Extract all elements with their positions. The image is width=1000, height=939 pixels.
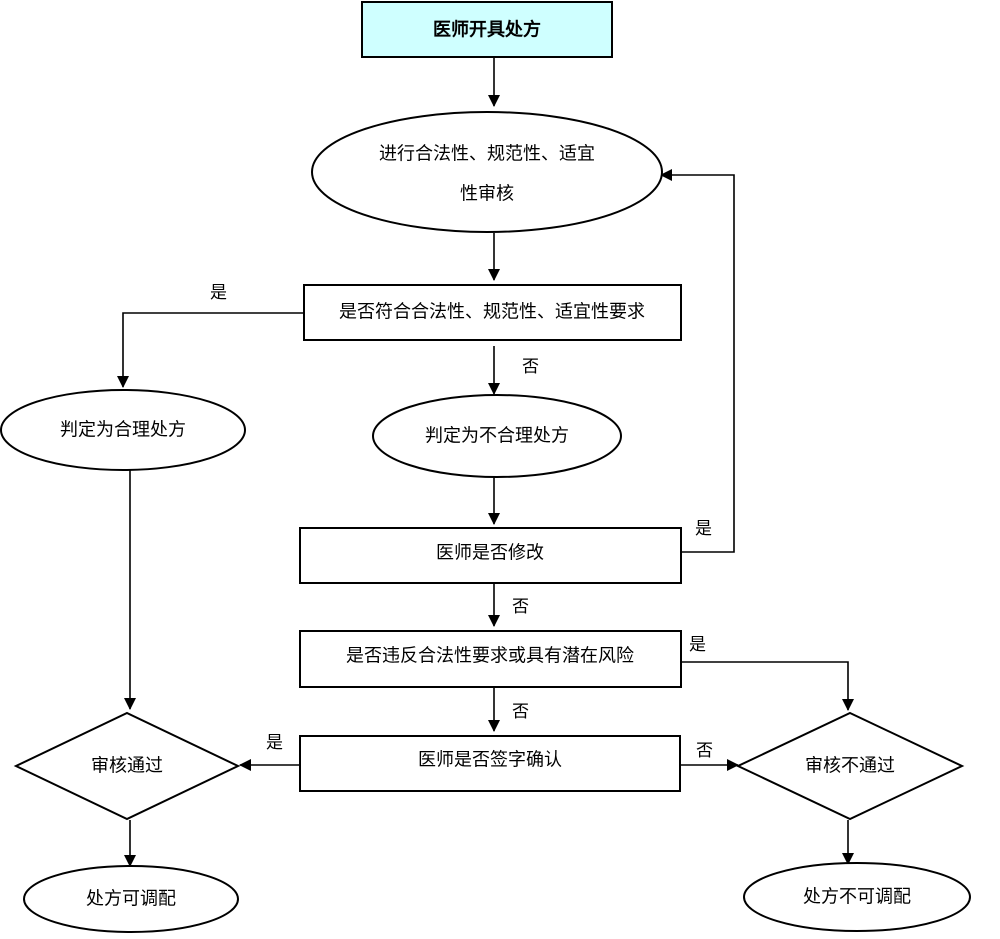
node-review-label-line2: 性审核 <box>460 184 514 205</box>
node-doctor-sign: 医师是否签字确认 <box>299 735 681 792</box>
node-dispensable: 处方可调配 <box>23 865 239 933</box>
node-review-label-line1: 进行合法性、规范性、适宜 <box>379 144 595 165</box>
node-start: 医师开具处方 <box>361 1 613 58</box>
node-review: 进行合法性、规范性、适宜 性审核 <box>311 111 663 233</box>
node-compliant-check-label: 是否符合合法性、规范性、适宜性要求 <box>339 302 645 323</box>
node-reasonable: 判定为合理处方 <box>0 389 246 471</box>
edge-modify-yes-to-review <box>660 169 735 553</box>
node-risk-check: 是否违反合法性要求或具有潜在风险 <box>299 630 682 688</box>
node-doctor-modify-label: 医师是否修改 <box>436 543 544 564</box>
edge-labels: 是 否 是 否 是 否 是 否 <box>210 283 713 761</box>
edge-label-modify-no: 否 <box>512 597 529 617</box>
edge-label-compliant-yes: 是 <box>210 283 227 303</box>
edge-label-sign-no: 否 <box>696 741 713 761</box>
edge-label-risk-yes: 是 <box>689 635 706 655</box>
edge-label-risk-no: 否 <box>512 702 529 722</box>
node-doctor-modify: 医师是否修改 <box>299 527 682 584</box>
node-unreasonable-label: 判定为不合理处方 <box>425 426 569 447</box>
node-not-passed: 审核不通过 <box>735 711 965 821</box>
node-not-dispensable-label: 处方不可调配 <box>803 887 911 908</box>
edge-label-compliant-no: 否 <box>522 357 539 377</box>
node-reasonable-label: 判定为合理处方 <box>60 420 186 441</box>
node-compliant-check: 是否符合合法性、规范性、适宜性要求 <box>303 284 682 341</box>
node-doctor-sign-label: 医师是否签字确认 <box>418 750 562 771</box>
edge-compliant-yes-to-reasonable <box>117 312 304 388</box>
node-start-label: 医师开具处方 <box>433 19 541 41</box>
node-risk-check-label: 是否违反合法性要求或具有潜在风险 <box>346 646 634 667</box>
node-passed: 审核通过 <box>13 711 241 821</box>
edge-label-modify-yes: 是 <box>695 519 712 539</box>
node-dispensable-label: 处方可调配 <box>86 889 176 910</box>
node-unreasonable: 判定为不合理处方 <box>372 394 622 478</box>
edge-risk-yes-to-not-passed <box>681 661 854 711</box>
node-passed-label: 审核通过 <box>91 756 163 777</box>
node-not-dispensable: 处方不可调配 <box>743 862 971 932</box>
node-not-passed-label: 审核不通过 <box>805 756 895 777</box>
edges <box>117 57 854 867</box>
edge-label-sign-yes: 是 <box>266 733 283 753</box>
